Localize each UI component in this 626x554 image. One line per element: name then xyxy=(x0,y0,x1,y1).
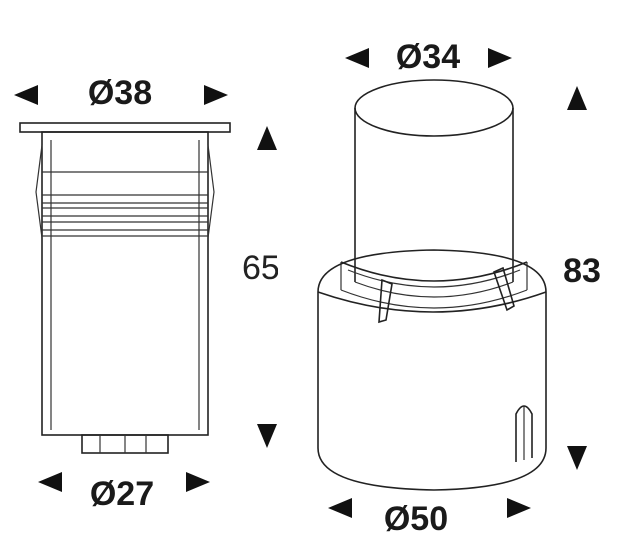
arrow-up-icon xyxy=(257,126,277,150)
right-top-diameter-label: Ø34 xyxy=(396,38,460,76)
lower-cylinder-top xyxy=(317,249,547,293)
arrow-down-icon xyxy=(567,446,587,470)
left-bottom-dimension: Ø27 xyxy=(38,472,210,513)
left-height-label: 65 xyxy=(242,249,280,287)
arrow-down-icon xyxy=(257,424,277,448)
collar-clip-left xyxy=(378,278,393,324)
arrow-left-icon xyxy=(14,85,38,105)
arrow-right-icon xyxy=(186,472,210,492)
left-height-label-clip: 65 xyxy=(242,249,280,287)
arrow-right-icon xyxy=(507,498,531,518)
arrow-up-icon xyxy=(567,86,587,110)
collar-clip-right xyxy=(493,266,515,312)
right-bottom-diameter-label: Ø50 xyxy=(384,500,448,538)
arrow-left-icon xyxy=(328,498,352,518)
left-bottom-diameter-label: Ø27 xyxy=(90,475,154,513)
arrow-left-icon xyxy=(38,472,62,492)
arrow-right-icon xyxy=(488,48,512,68)
left-top-dimension: Ø38 xyxy=(14,74,228,112)
right-bottom-dimension: Ø50 xyxy=(328,498,531,538)
right-height-dimension: 83 xyxy=(563,86,601,470)
left-flange xyxy=(19,122,231,133)
right-height-label: 83 xyxy=(563,252,601,290)
left-top-diameter-label: Ø38 xyxy=(88,74,152,112)
right-top-dimension: Ø34 xyxy=(345,38,512,76)
left-clip xyxy=(35,144,43,239)
left-fixture xyxy=(19,122,231,454)
left-height-dimension: 65 xyxy=(242,126,280,448)
left-body xyxy=(41,131,209,436)
lower-cylinder-bottom xyxy=(317,447,547,491)
right-fixture xyxy=(317,79,547,491)
arrow-left-icon xyxy=(345,48,369,68)
arrow-right-icon xyxy=(204,85,228,105)
right-clip xyxy=(207,144,215,239)
upper-cylinder-top xyxy=(354,79,514,137)
